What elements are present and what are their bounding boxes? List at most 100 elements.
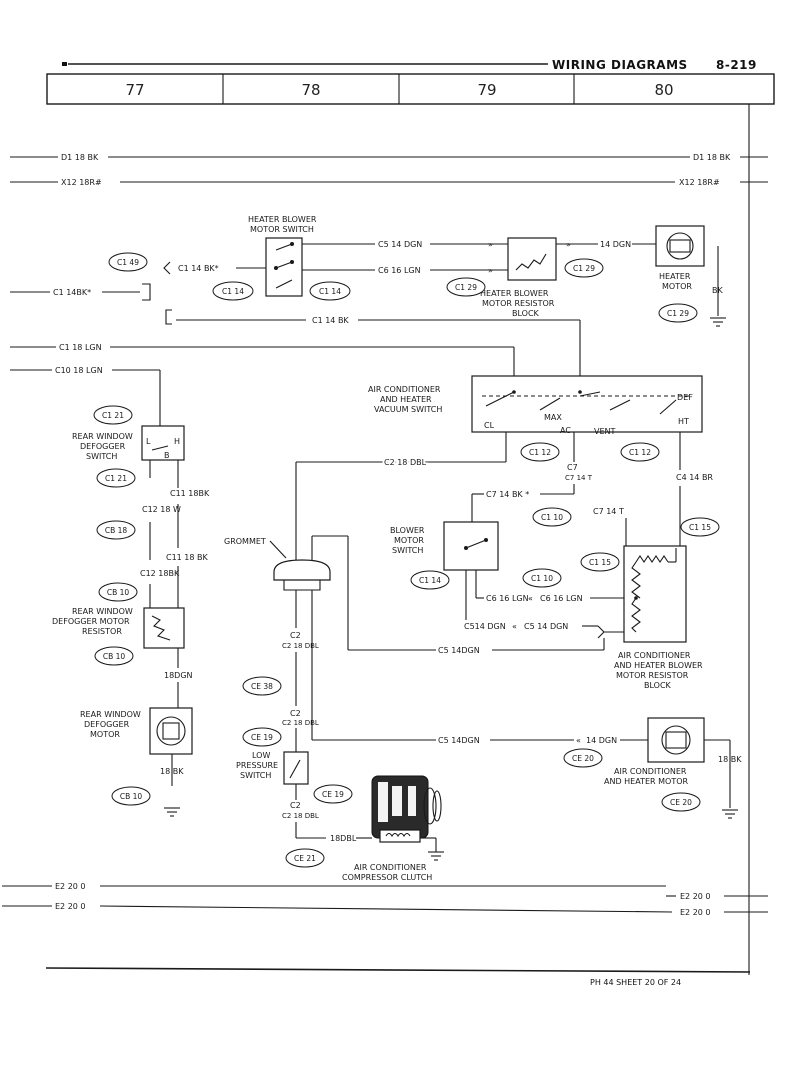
switch-pos-def: DEF [677, 393, 693, 402]
defogger-resistor-label-3: RESISTOR [82, 627, 122, 636]
ground-symbol [710, 317, 726, 327]
page-number: 8-219 [716, 58, 757, 72]
wire-14dgn-right: 14 DGN [600, 240, 631, 249]
ground-symbol [428, 851, 444, 861]
svg-text:«: « [512, 622, 517, 631]
wire-c10-18lgn: C10 18 LGN [55, 366, 103, 375]
compressor-label-1: AIR CONDITIONER [354, 863, 427, 872]
wire-d1-right: D1 18 BK [693, 153, 731, 162]
wire-e2-left-a: E2 20 0 [55, 882, 86, 891]
ac-blower-resistor-label-4: BLOCK [644, 681, 672, 690]
ac-blower-resistor-label-1: AIR CONDITIONER [618, 651, 691, 660]
wire-c2-18dbl: C2 18 DBL [384, 458, 427, 467]
wire-18dbl: 18DBL [330, 834, 357, 843]
wire-c7-14bk: C7 14 BK * [486, 490, 529, 499]
wire-c11-18bk-a: C11 18BK [170, 489, 210, 498]
low-pressure-label-3: SWITCH [240, 771, 271, 780]
wire-c5-14dgn-bottom: C5 14DGN [438, 736, 480, 745]
heater-resistor-label-3: BLOCK [512, 309, 540, 318]
page-footer: PH 44 SHEET 20 OF 24 [45, 967, 751, 987]
switch-pos-ht: HT [678, 417, 689, 426]
connector-c1-14-b: C1 14 [319, 287, 341, 296]
connector-cb-10-b: CB 10 [103, 652, 126, 661]
wire-c6-16lgn-b: C6 16 LGN [540, 594, 583, 603]
connector-c1-12-b: C1 12 [629, 448, 651, 457]
wire-e2-right-b: E2 20 0 [680, 908, 711, 917]
defogger-motor-label-2: DEFOGGER [84, 720, 130, 729]
heater-blower-section: HEATER BLOWER MOTOR SWITCH C5 14 DGN » C… [10, 215, 726, 392]
defogger-resistor-label-1: REAR WINDOW [72, 607, 133, 616]
ground-symbol [164, 807, 180, 817]
column-79: 79 [477, 81, 496, 99]
connector-c1-14-c: C1 14 [419, 576, 441, 585]
connector-c1-10-b: C1 10 [531, 574, 553, 583]
blower-motor-section: C7 14 BK * C1 10 C7 14 T C1 15 BLOWER MO… [348, 490, 720, 690]
connector-ce-21: CE 21 [294, 854, 316, 863]
connector-c1-29-b: C1 29 [573, 264, 595, 273]
ac-vacuum-switch-section: C1 18 LGN C10 18 LGN AIR CONDITIONER AND… [10, 343, 713, 560]
ground-symbol [722, 809, 738, 819]
compressor-label-2: COMPRESSOR CLUTCH [342, 873, 432, 882]
bus-wires: D1 18 BK D1 18 BK X12 18R# X12 18R# [10, 153, 768, 187]
wire-c2-18dbl-b: C2 18 DBL [282, 719, 319, 727]
page-title: WIRING DIAGRAMS [552, 58, 688, 72]
wire-14dgn-bottom: 14 DGN [586, 736, 617, 745]
connector-c1-21-a: C1 21 [102, 411, 124, 420]
defogger-switch-label-3: SWITCH [86, 452, 117, 461]
wire-c1-18lgn: C1 18 LGN [59, 343, 102, 352]
ac-heater-motor [647, 717, 705, 763]
ac-heater-motor-label-1: AIR CONDITIONER [614, 767, 687, 776]
wire-x12-right: X12 18R# [679, 178, 720, 187]
connector-c1-21-b: C1 21 [105, 474, 127, 483]
wire-c11-18bk-b: C11 18 BK [166, 553, 209, 562]
defogger-motor-label-3: MOTOR [90, 730, 120, 739]
bottom-bus-wires: E2 20 0 E2 20 0 E2 20 0 E2 20 0 [2, 882, 768, 917]
connector-ce-19-a: CE 19 [251, 733, 273, 742]
wire-x12-left: X12 18R# [61, 178, 102, 187]
low-pressure-label-2: PRESSURE [236, 761, 278, 770]
defogger-switch-label-1: REAR WINDOW [72, 432, 133, 441]
svg-text:»: » [488, 266, 493, 275]
connector-ce-20-b: CE 20 [670, 798, 692, 807]
wire-c1-14bk-star: C1 14 BK* [178, 264, 219, 273]
ac-heater-motor-section: C5 14DGN « 14 DGN CE 20 18 BK AIR CONDIT… [312, 717, 742, 819]
blower-switch-label-3: SWITCH [392, 546, 423, 555]
svg-text:C2: C2 [290, 709, 301, 718]
wire-e2-right-a: E2 20 0 [680, 892, 711, 901]
rear-defogger-resistor [143, 607, 185, 649]
wire-18bk-right: 18 BK [718, 755, 742, 764]
low-pressure-switch [283, 751, 309, 785]
ac-switch-label-2: AND HEATER [380, 395, 432, 404]
ac-blower-resistor-label-3: MOTOR RESISTOR [616, 671, 689, 680]
wire-c12-18w: C12 18 W [142, 505, 181, 514]
connector-c1-49: C1 49 [117, 258, 139, 267]
connector-cb-10-a: CB 10 [107, 588, 130, 597]
heater-resistor-label-1: HEATER BLOWER [480, 289, 549, 298]
connector-cb-18: CB 18 [105, 526, 128, 535]
connector-c1-14-a: C1 14 [222, 287, 244, 296]
svg-text:«: « [528, 594, 533, 603]
wire-c5-14dgn-low: C5 14DGN [438, 646, 480, 655]
header-marker [62, 62, 67, 66]
page-header: WIRING DIAGRAMS 8-219 77 78 79 80 [46, 58, 775, 975]
wire-18dgn: 18DGN [164, 671, 193, 680]
grommet-label: GROMMET [224, 537, 266, 546]
heater-blower-resistor-block [507, 237, 557, 281]
ac-switch-label-1: AIR CONDITIONER [368, 385, 441, 394]
footer-rule [45, 967, 751, 973]
wire-18bk-defog: 18 BK [160, 767, 184, 776]
heater-motor-label-2: MOTOR [662, 282, 692, 291]
rear-defogger-motor [149, 707, 193, 755]
wire-c7-14t-b: C7 14 T [593, 507, 624, 516]
blower-switch-label-2: MOTOR [394, 536, 424, 545]
heater-motor-label-1: HEATER [659, 272, 691, 281]
column-80: 80 [654, 81, 673, 99]
defogger-motor-label-1: REAR WINDOW [80, 710, 141, 719]
column-78: 78 [301, 81, 320, 99]
switch-pos-vent: VENT [594, 427, 616, 436]
connector-c1-15-a: C1 15 [689, 523, 711, 532]
rear-defogger-switch [141, 425, 185, 461]
wire-d1-left: D1 18 BK [61, 153, 99, 162]
blower-switch-label-1: BLOWER [390, 526, 425, 535]
wire-c4-14br: C4 14 BR [676, 473, 713, 482]
